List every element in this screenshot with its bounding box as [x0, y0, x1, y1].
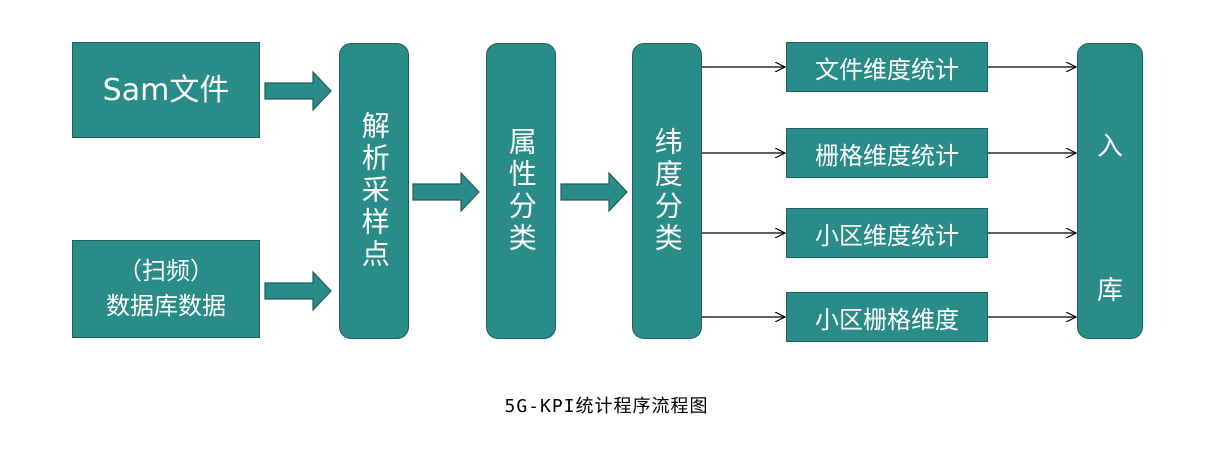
- parse-sample-points-box: 解析采样点: [339, 43, 409, 339]
- block-arrow-sam-to-parse: [264, 70, 332, 112]
- sam-file-label: Sam文件: [102, 72, 230, 108]
- dimension-classification-box: 纬度分类: [632, 43, 702, 339]
- cell-grid-dimension-box: 小区栅格维度: [786, 292, 988, 342]
- store-char-1: 入: [1096, 132, 1123, 162]
- dimension-classification-label: 纬度分类: [650, 127, 684, 255]
- store-char-2: 库: [1096, 276, 1123, 306]
- grid-dimension-stats-box: 栅格维度统计: [786, 128, 988, 178]
- grid-dimension-stats-label: 栅格维度统计: [815, 141, 959, 170]
- attribute-classification-label: 属性分类: [504, 127, 538, 255]
- store-to-database-box: 入 库: [1077, 43, 1143, 339]
- file-dimension-stats-label: 文件维度统计: [815, 55, 959, 84]
- cell-dimension-stats-box: 小区维度统计: [786, 208, 988, 258]
- scan-label: （扫频）: [118, 257, 214, 286]
- diagram-caption: 5G-KPI统计程序流程图: [504, 396, 709, 417]
- attribute-classification-box: 属性分类: [486, 43, 556, 339]
- database-data-label: 数据库数据: [106, 292, 226, 320]
- sam-file-box: Sam文件: [72, 42, 260, 138]
- block-arrow-parse-to-attr: [412, 171, 480, 213]
- cell-grid-dimension-label: 小区栅格维度: [815, 305, 959, 334]
- file-dimension-stats-box: 文件维度统计: [786, 42, 988, 92]
- block-arrow-scan-to-parse: [264, 270, 332, 312]
- cell-dimension-stats-label: 小区维度统计: [815, 221, 959, 250]
- block-arrow-attr-to-dim: [560, 171, 628, 213]
- parse-sample-points-label: 解析采样点: [357, 111, 391, 271]
- scan-database-box: （扫频） 数据库数据: [72, 240, 260, 338]
